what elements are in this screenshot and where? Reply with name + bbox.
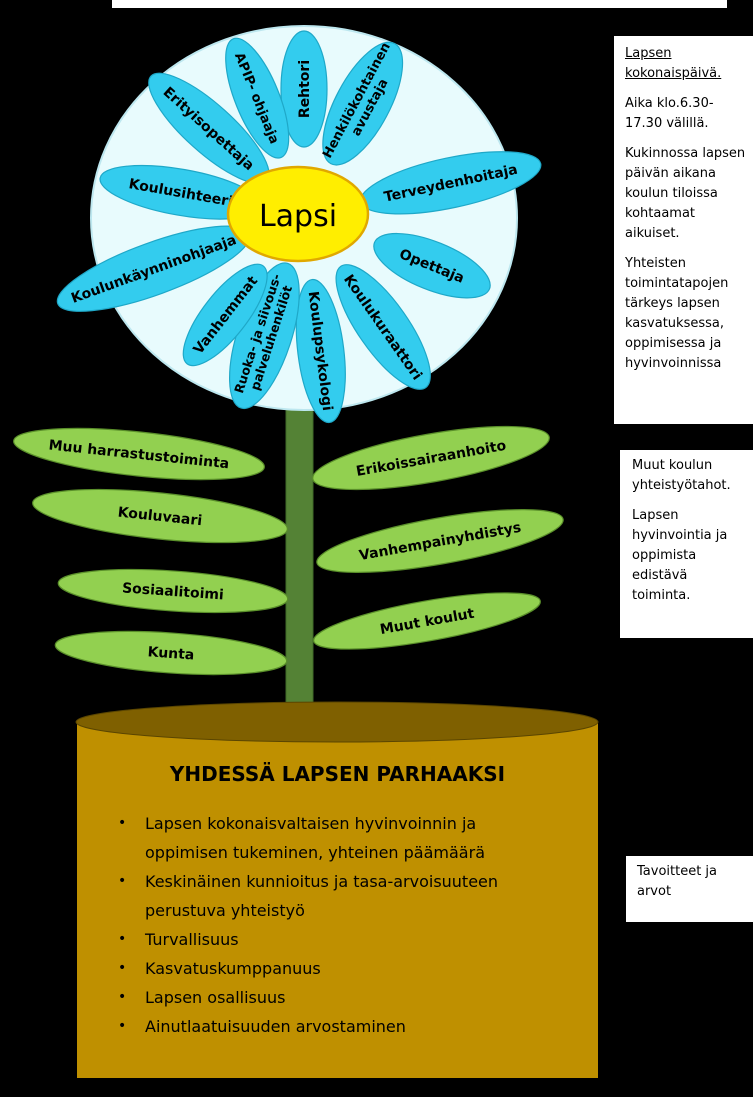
- petal-10: Koulusihteeri: [99, 164, 263, 220]
- bullet-icon: •: [118, 873, 127, 889]
- petal-shape: [225, 37, 290, 159]
- leaf-left-2: Kouluvaari: [32, 488, 288, 544]
- leaf-shape: [316, 509, 564, 573]
- petal-shape: [182, 263, 268, 367]
- petal-shape: [335, 264, 431, 390]
- leaf-shape: [57, 568, 289, 614]
- leaf-shape: [54, 630, 288, 676]
- pot-value-item: •Kasvatuskumppanuus: [115, 954, 585, 983]
- petal-label: Rehtori: [297, 60, 313, 118]
- petal-shape: [295, 278, 346, 424]
- leaf-shape: [32, 488, 288, 544]
- pot-values-list: •Lapsen kokonaisvaltaisen hyvinvoinnin j…: [115, 809, 585, 1041]
- petal-6: Koulupsykologi: [295, 278, 346, 424]
- leaf-right-3: Muut koulut: [313, 592, 541, 650]
- pot-value-item: •Turvallisuus: [115, 925, 585, 954]
- petal-shape: [373, 232, 491, 299]
- leaf-left-3: Sosiaalitoimi: [57, 568, 289, 614]
- leaf-left-4: Kunta: [54, 630, 288, 676]
- leaf-shape: [312, 425, 550, 491]
- bullet-icon: •: [118, 989, 127, 1005]
- pot: YHDESSÄ LAPSEN PARHAAKSI •Lapsen kokonai…: [77, 722, 598, 1078]
- bullet-icon: •: [118, 815, 127, 831]
- bullet-icon: •: [118, 1018, 127, 1034]
- bullet-icon: •: [118, 960, 127, 976]
- leaf-label: Sosiaalitoimi: [122, 580, 225, 603]
- box1-time: Aika klo.6.30-17.30 välillä.: [625, 96, 714, 131]
- leaf-shape: [313, 592, 541, 650]
- leaf-label: Kunta: [147, 644, 195, 663]
- pot-title: YHDESSÄ LAPSEN PARHAAKSI: [169, 762, 506, 786]
- flower-center: [226, 165, 370, 263]
- leaf-left-1: Muu harrastustoiminta: [13, 427, 265, 481]
- stem: [285, 404, 314, 731]
- pot-value-item: •Lapsen osallisuus: [115, 983, 585, 1012]
- petal-4: Opettaja: [373, 232, 491, 299]
- petal-1: Rehtori: [280, 30, 328, 148]
- top-white-bar: [112, 0, 727, 8]
- leaf-right-2: Vanhempainyhdistys: [316, 509, 564, 573]
- bullet-icon: •: [118, 931, 127, 947]
- pot-value-item: •Ainutlaatuisuuden arvostaminen: [115, 1012, 585, 1041]
- petal-shape: [322, 41, 404, 166]
- leaf-right-1: Erikoissairaanhoito: [312, 425, 550, 491]
- flower-center-label: Lapsi: [259, 199, 337, 234]
- leaf-shape: [13, 427, 265, 481]
- pot-value-item: •Lapsen kokonaisvaltaisen hyvinvoinnin j…: [115, 809, 585, 867]
- petal-shape: [280, 30, 328, 148]
- pot-value-item: •Keskinäinen kunnioitus ja tasa-arvoisuu…: [115, 867, 585, 925]
